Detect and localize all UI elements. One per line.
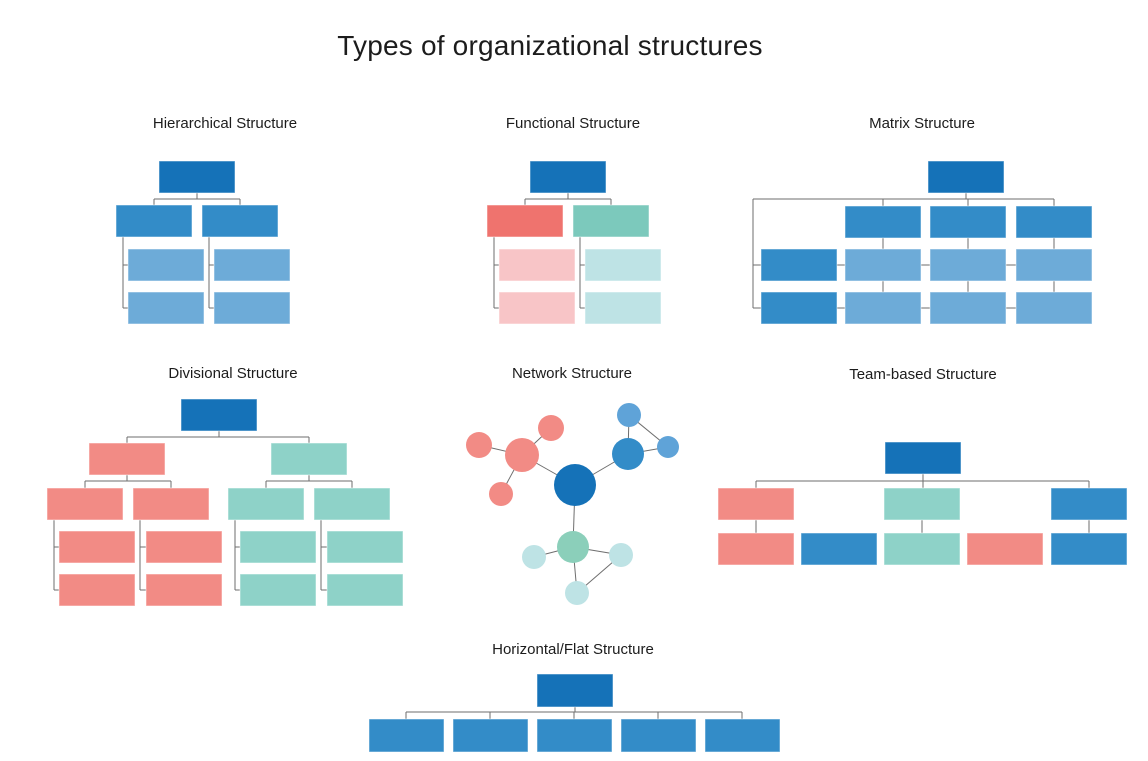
flat-box (452, 718, 529, 753)
matrix-box (760, 291, 838, 325)
flat-box (620, 718, 697, 753)
matrix-box (929, 205, 1007, 239)
flat-box (536, 673, 614, 708)
divisional-box (180, 398, 258, 432)
matrix-box (844, 248, 922, 282)
network-node (505, 438, 539, 472)
hierarchical-box (115, 204, 193, 238)
functional-box (584, 248, 662, 282)
network-node (609, 543, 633, 567)
team-box (1050, 532, 1128, 566)
hierarchical-box (158, 160, 236, 194)
team-box (884, 441, 962, 475)
flat-box (536, 718, 613, 753)
functional-box (584, 291, 662, 325)
matrix-box (844, 291, 922, 325)
matrix-box (760, 248, 838, 282)
network-node (522, 545, 546, 569)
network-node (565, 581, 589, 605)
team-box (883, 487, 961, 521)
functional-box (498, 291, 576, 325)
hierarchical-box (213, 248, 291, 282)
functional-box (529, 160, 607, 194)
matrix-box (1015, 248, 1093, 282)
team-box (717, 487, 795, 521)
section-label-network: Network Structure (511, 365, 633, 382)
team-box (717, 532, 795, 566)
flat-box (368, 718, 445, 753)
hierarchical-box (201, 204, 279, 238)
network-node (489, 482, 513, 506)
section-label-matrix: Matrix Structure (869, 115, 975, 132)
divisional-box (270, 442, 348, 476)
hierarchical-box (127, 248, 205, 282)
functional-box (572, 204, 650, 238)
divisional-box (58, 573, 136, 607)
divisional-box (239, 530, 317, 564)
network-node (557, 531, 589, 563)
divisional-box (326, 530, 404, 564)
divisional-box (58, 530, 136, 564)
section-label-horizontal-flat: Horizontal/Flat Structure (492, 641, 654, 658)
network-node (617, 403, 641, 427)
divisional-box (46, 487, 124, 521)
matrix-box (929, 291, 1007, 325)
divisional-box (88, 442, 166, 476)
divisional-box (145, 573, 223, 607)
section-label-divisional: Divisional Structure (168, 365, 298, 382)
network-node (657, 436, 679, 458)
team-box (883, 532, 961, 566)
matrix-box (927, 160, 1005, 194)
hierarchical-box (127, 291, 205, 325)
matrix-box (1015, 291, 1093, 325)
matrix-box (929, 248, 1007, 282)
flat-box (704, 718, 781, 753)
page-title: Types of organizational structures (337, 30, 763, 61)
team-box (1050, 487, 1128, 521)
section-label-team-based: Team-based Structure (849, 366, 997, 383)
divisional-box (145, 530, 223, 564)
hierarchical-box (213, 291, 291, 325)
network-node (538, 415, 564, 441)
network-node (554, 464, 596, 506)
network-node (466, 432, 492, 458)
team-box (966, 532, 1044, 566)
section-label-functional: Functional Structure (505, 115, 641, 132)
matrix-box (844, 205, 922, 239)
divisional-box (227, 487, 305, 521)
functional-box (486, 204, 564, 238)
functional-box (498, 248, 576, 282)
team-box (800, 532, 878, 566)
divisional-box (326, 573, 404, 607)
network-node (612, 438, 644, 470)
section-label-hierarchical: Hierarchical Structure (152, 115, 298, 132)
divisional-box (313, 487, 391, 521)
divisional-box (132, 487, 210, 521)
divisional-box (239, 573, 317, 607)
matrix-box (1015, 205, 1093, 239)
